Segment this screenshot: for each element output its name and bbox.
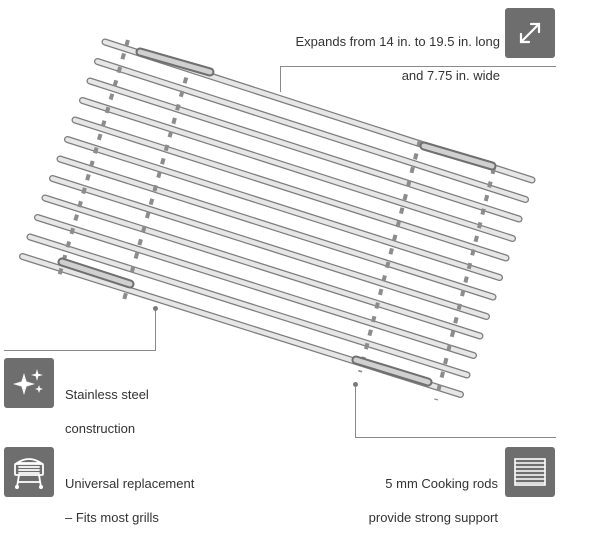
material-icon-box (4, 358, 54, 408)
end-bracket-highlight (59, 259, 133, 287)
fit-callout: Universal replacement – Fits most grills (65, 458, 285, 543)
end-bracket-highlight (353, 357, 431, 385)
size-leader-v (280, 66, 281, 92)
support-bars (56, 39, 497, 401)
grill-icon (14, 458, 44, 489)
rod (95, 59, 528, 202)
size-leader-h (280, 66, 556, 67)
support-bar (434, 167, 496, 401)
rod (87, 78, 522, 222)
rod (50, 176, 489, 319)
rods-leader-h (355, 437, 556, 438)
product-infographic: Expands from 14 in. to 19.5 in. long and… (4, 8, 556, 525)
rods-leader-v (355, 386, 356, 438)
rod (35, 215, 476, 358)
expand-arrows-icon (519, 22, 541, 44)
rods-callout: 5 mm Cooking rods provide strong support (258, 458, 498, 543)
grate-icon (514, 458, 546, 486)
end-bracket-highlight (421, 143, 495, 169)
fit-icon-box (4, 447, 54, 497)
material-leader-dot (153, 306, 158, 311)
size-icon-box (505, 8, 555, 58)
support-bar (358, 139, 422, 373)
rod (27, 234, 470, 378)
rod (80, 98, 515, 241)
material-line-1: Stainless steel (65, 387, 149, 402)
fit-line-2: – Fits most grills (65, 510, 159, 525)
rods-leader-dot (353, 382, 358, 387)
fit-line-1: Universal replacement (65, 476, 195, 491)
rods-icon-box (505, 447, 555, 497)
cooking-grate-illustration (19, 38, 536, 401)
material-callout: Stainless steel construction (65, 369, 265, 454)
size-callout: Expands from 14 in. to 19.5 in. long and… (200, 16, 500, 101)
size-line-2: and 7.75 in. wide (401, 68, 500, 83)
rod (42, 195, 483, 339)
rod (72, 117, 509, 261)
rods-line-2: provide strong support (368, 510, 498, 525)
material-leader-v (155, 310, 156, 351)
end-bracket-highlight (137, 49, 213, 75)
size-line-1: Expands from 14 in. to 19.5 in. long (295, 34, 500, 49)
rod (57, 156, 496, 300)
material-line-2: construction (65, 421, 136, 436)
rod (65, 137, 502, 280)
sparkle-icon (13, 369, 43, 395)
rods-line-1: 5 mm Cooking rods (385, 476, 498, 491)
material-leader-h (4, 350, 156, 351)
